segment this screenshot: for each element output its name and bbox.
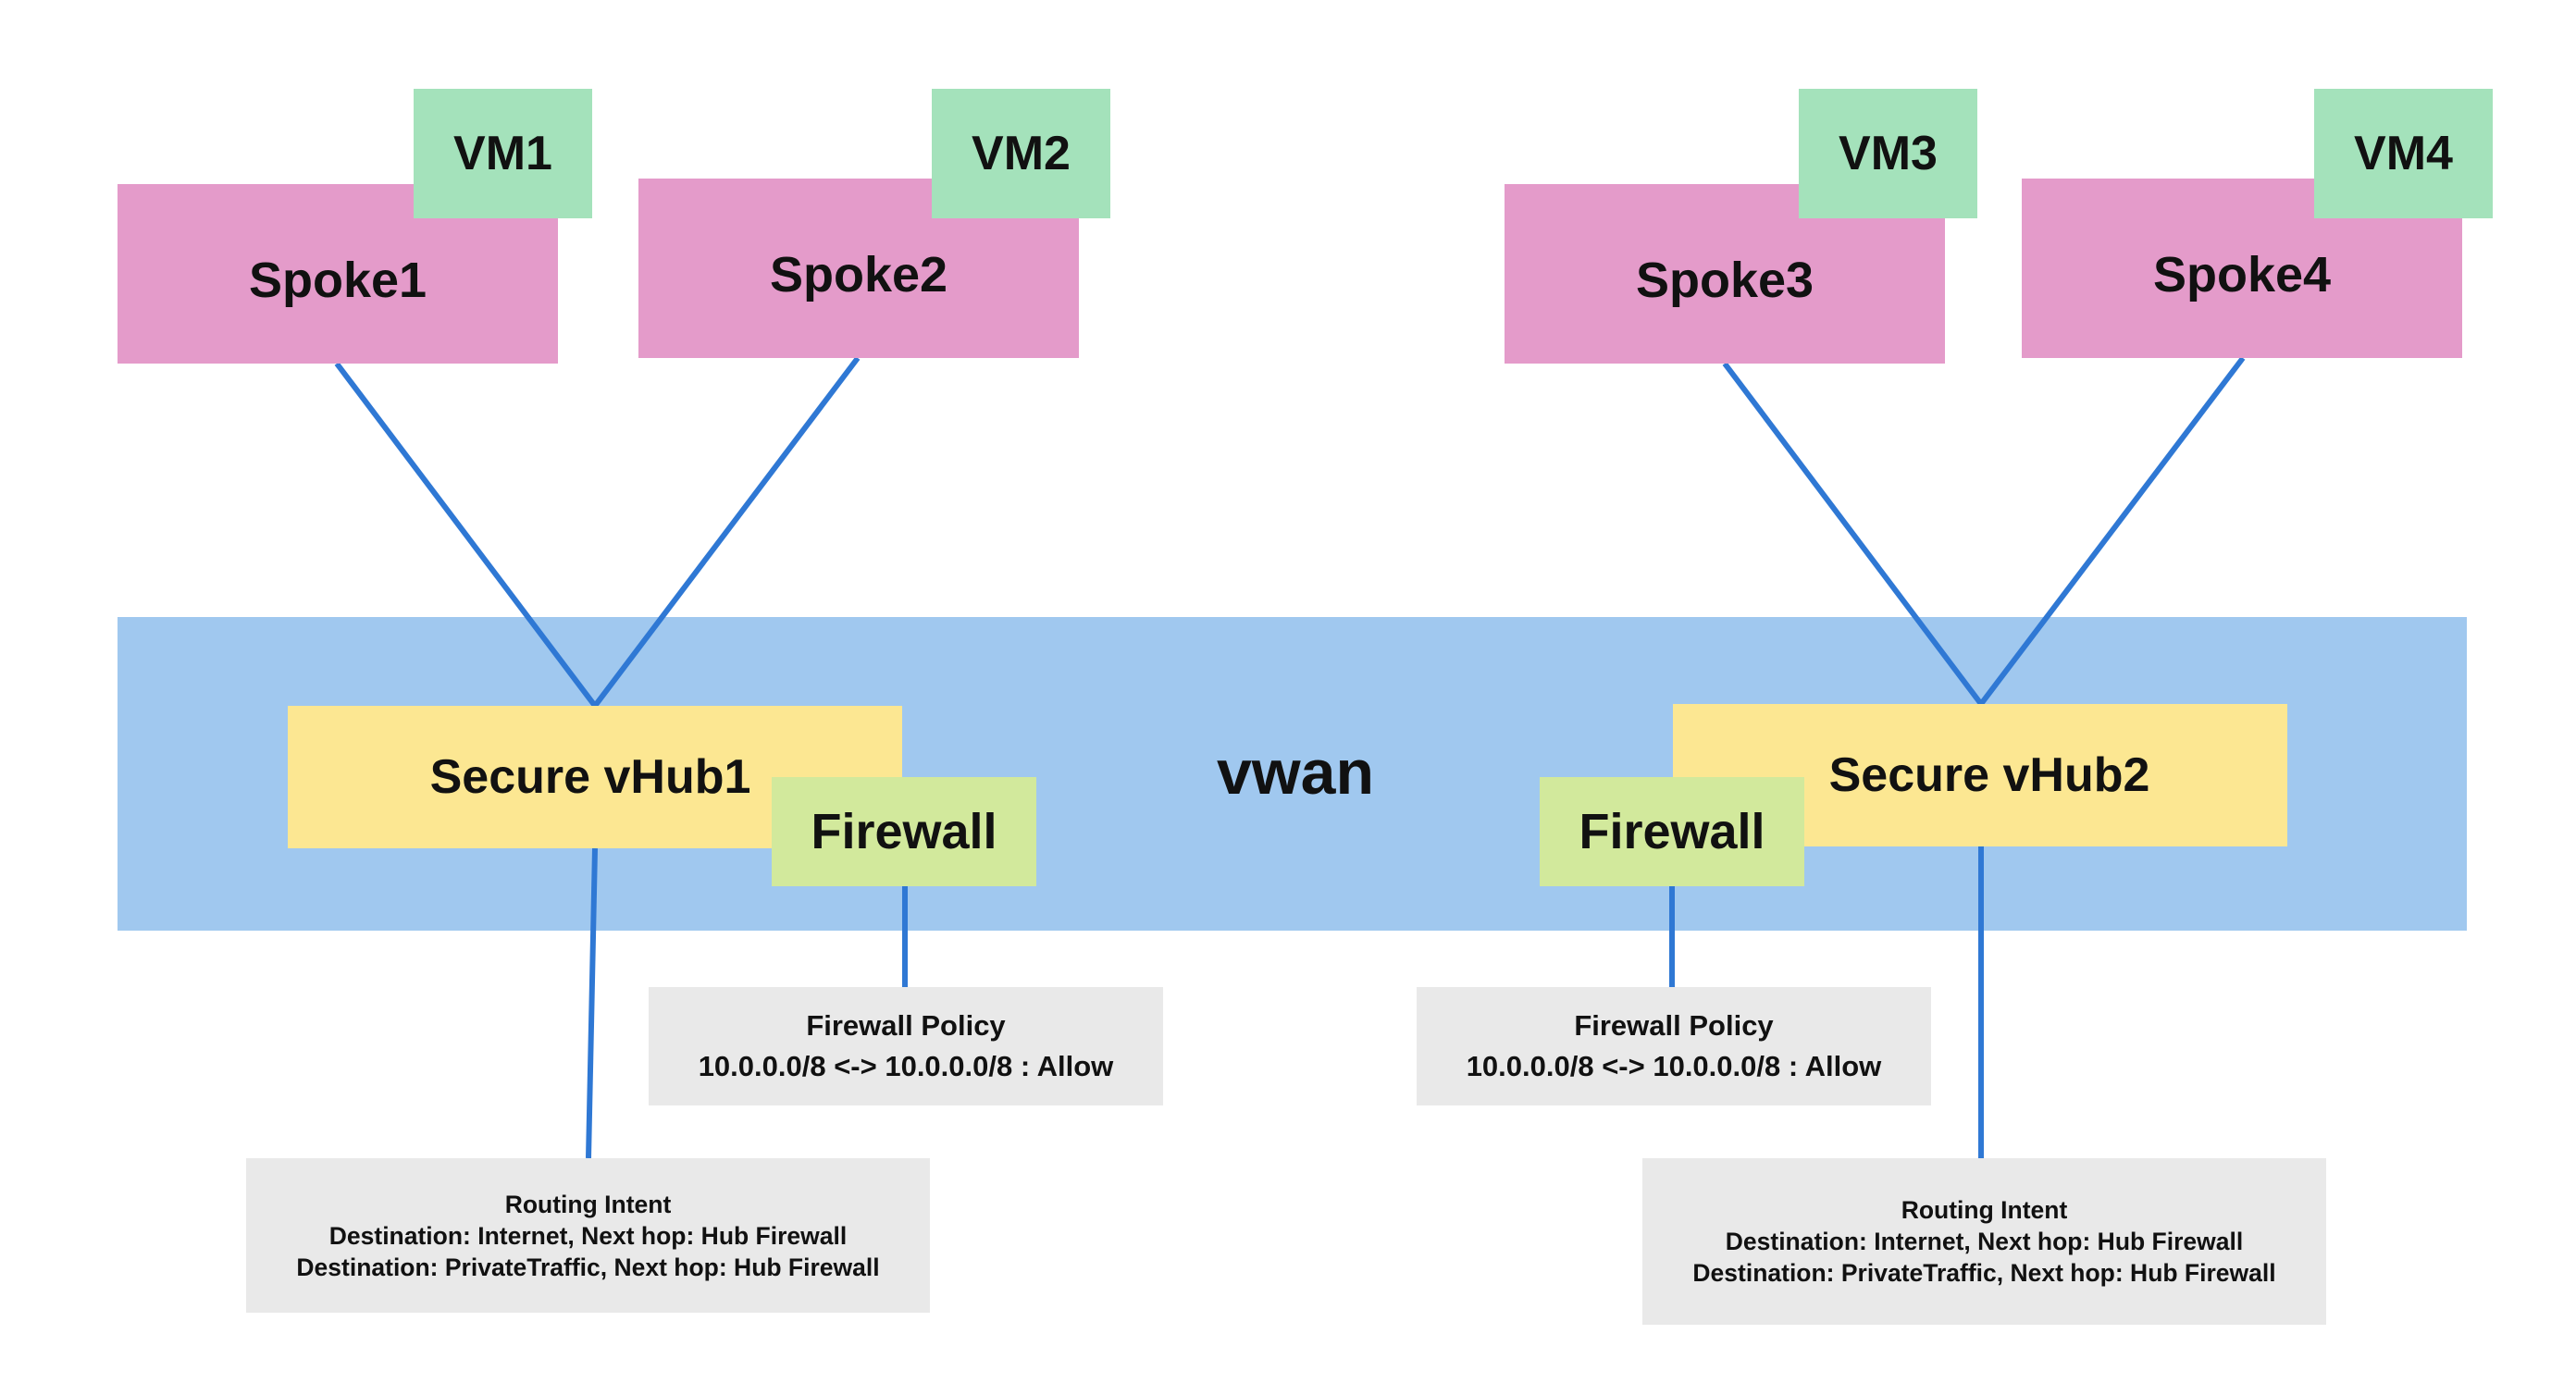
secure-vhub1-label: Secure vHub1 <box>429 750 751 804</box>
firewall-policy-hub1-rule: 10.0.0.0/8 <-> 10.0.0.0/8 : Allow <box>698 1050 1114 1082</box>
routing-intent-hub1-line1: Destination: Internet, Next hop: Hub Fir… <box>328 1221 848 1250</box>
firewall-hub1-label: Firewall <box>811 804 997 859</box>
link-spoke2-hub1 <box>592 356 861 708</box>
vm1: VM1 <box>414 89 592 218</box>
spoke2-label: Spoke2 <box>769 247 948 303</box>
firewall-policy-hub1-title: Firewall Policy <box>806 1009 1006 1042</box>
secure-vhub2-label: Secure vHub2 <box>1828 748 2150 802</box>
firewall-hub1: Firewall <box>772 777 1036 886</box>
routing-intent-hub2-title: Routing Intent <box>1901 1196 2068 1224</box>
routing-intent-hub1-title: Routing Intent <box>504 1190 672 1218</box>
link-hub1-routing-intent <box>586 847 598 1159</box>
vm1-label: VM1 <box>453 127 552 180</box>
vm2: VM2 <box>932 89 1110 218</box>
vm4-label: VM4 <box>2354 127 2453 180</box>
spoke4-label: Spoke4 <box>2152 247 2332 303</box>
spoke2: Spoke2 <box>638 179 1079 358</box>
routing-intent-hub1: Routing Intent Destination: Internet, Ne… <box>246 1158 930 1313</box>
link-spoke3-hub2 <box>1722 362 1984 706</box>
link-spoke4-hub2 <box>1978 356 2246 706</box>
routing-intent-hub2: Routing Intent Destination: Internet, Ne… <box>1642 1158 2326 1325</box>
vwan-label: vwan <box>1216 737 1375 808</box>
spoke1-label: Spoke1 <box>248 253 427 308</box>
vm2-label: VM2 <box>972 127 1071 180</box>
firewall-policy-hub2: Firewall Policy 10.0.0.0/8 <-> 10.0.0.0/… <box>1417 987 1931 1105</box>
spoke3: Spoke3 <box>1505 184 1945 364</box>
firewall-policy-hub2-rule: 10.0.0.0/8 <-> 10.0.0.0/8 : Allow <box>1466 1050 1882 1082</box>
vm3: VM3 <box>1799 89 1977 218</box>
vm3-label: VM3 <box>1839 127 1938 180</box>
firewall-hub2-label: Firewall <box>1579 804 1765 859</box>
routing-intent-hub2-line2: Destination: PrivateTraffic, Next hop: H… <box>1692 1259 2276 1287</box>
routing-intent-hub2-line1: Destination: Internet, Next hop: Hub Fir… <box>1725 1228 2244 1255</box>
firewall-policy-hub2-title: Firewall Policy <box>1574 1009 1774 1042</box>
firewall-hub2: Firewall <box>1540 777 1804 886</box>
link-spoke1-hub1 <box>334 362 598 708</box>
firewall-policy-hub1: Firewall Policy 10.0.0.0/8 <-> 10.0.0.0/… <box>649 987 1163 1105</box>
vm4: VM4 <box>2314 89 2493 218</box>
spoke4: Spoke4 <box>2022 179 2462 358</box>
spoke3-label: Spoke3 <box>1635 253 1814 308</box>
routing-intent-hub1-line2: Destination: PrivateTraffic, Next hop: H… <box>296 1253 880 1281</box>
